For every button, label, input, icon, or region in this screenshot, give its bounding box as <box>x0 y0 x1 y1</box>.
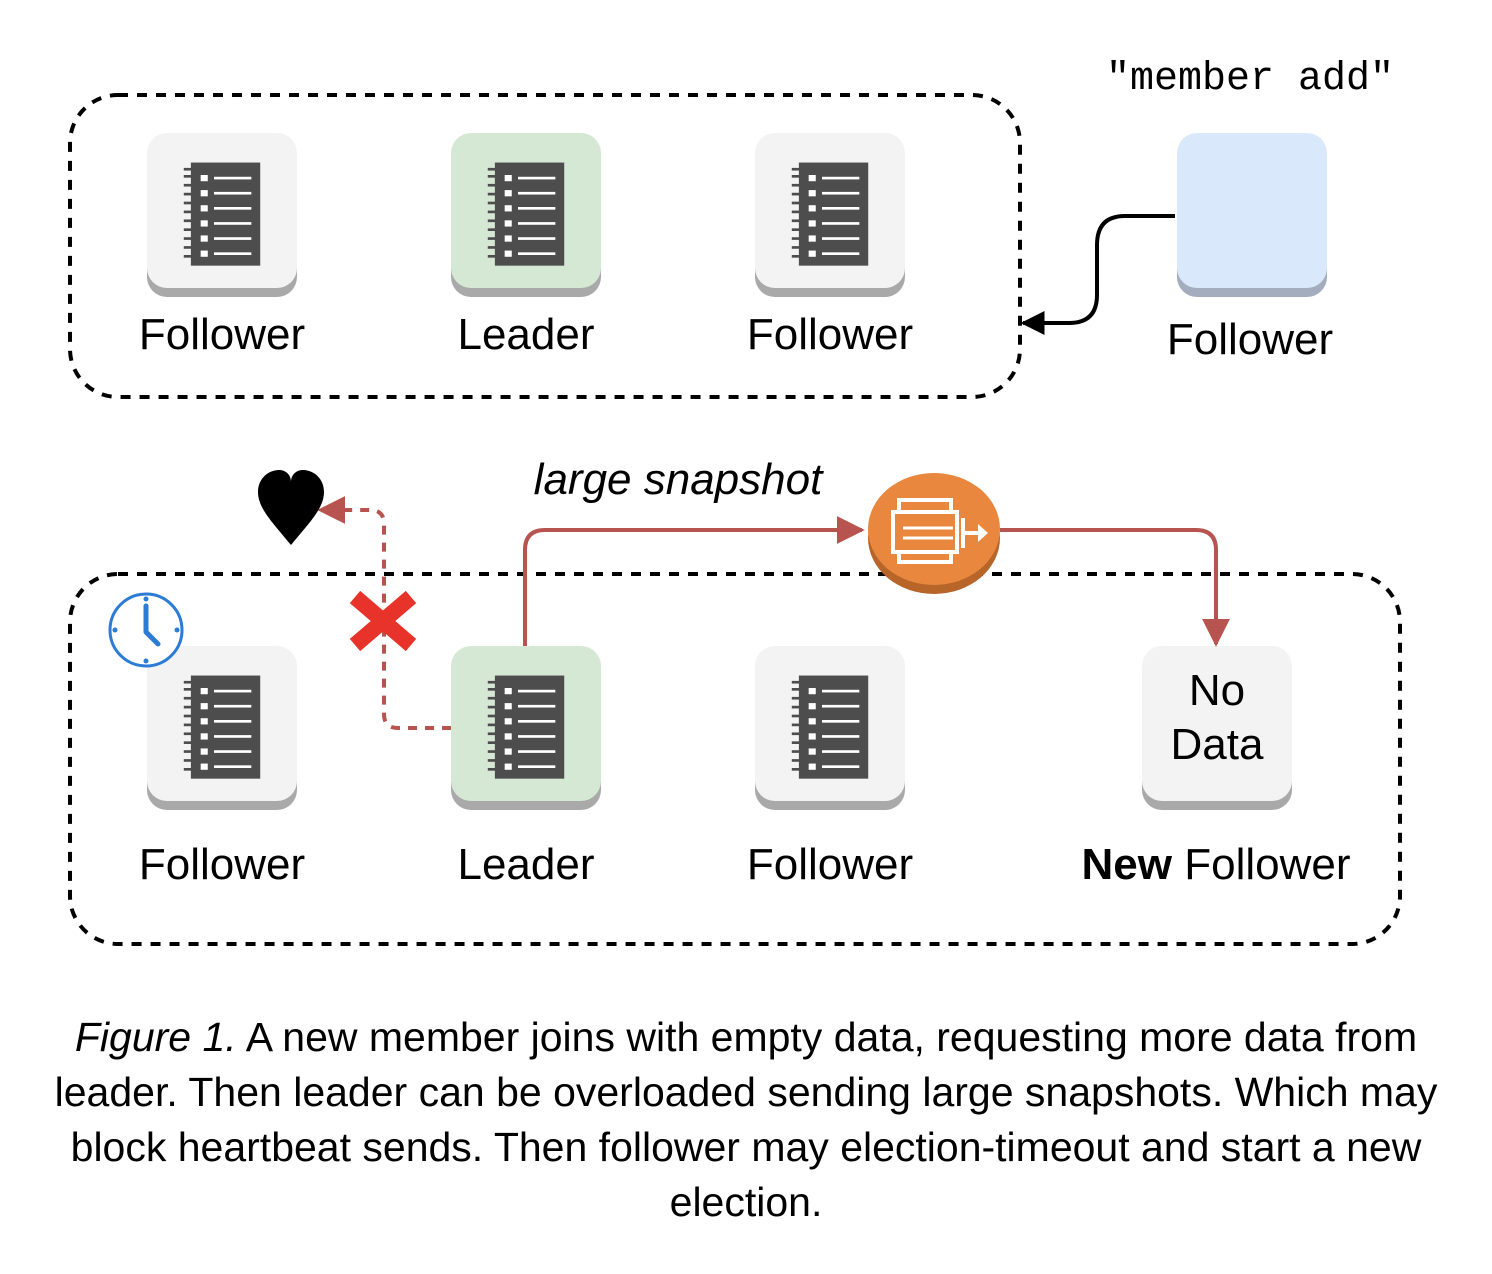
member-add-command: "member add" <box>1105 57 1395 102</box>
server-list-icon <box>183 675 261 779</box>
large-snapshot-label: large snapshot <box>533 455 823 504</box>
snapshot-arrow-out <box>523 516 865 646</box>
new-follower-label-rest: Follower <box>1171 840 1351 889</box>
new-follower-label: New Follower <box>1082 840 1351 890</box>
bottom-follower-2-label: Follower <box>746 840 914 889</box>
top-leader-node <box>451 133 601 297</box>
joining-member-node <box>1177 133 1327 297</box>
top-follower-1-label: Follower <box>138 310 306 359</box>
top-leader-label: Leader <box>457 310 595 359</box>
join-arrow <box>1020 214 1175 335</box>
no-data-line1: No <box>1188 666 1246 715</box>
new-follower-box <box>1142 646 1292 801</box>
joining-member-box <box>1177 133 1327 288</box>
server-list-icon <box>183 162 261 266</box>
snapshot-arrow-in <box>1000 528 1230 647</box>
bottom-leader-node <box>451 646 601 810</box>
figure-caption: Figure 1. A new member joins with empty … <box>40 1010 1452 1230</box>
bottom-follower-1-label: Follower <box>138 840 306 889</box>
server-list-icon <box>791 162 869 266</box>
server-list-icon <box>487 675 565 779</box>
snapshot-transfer-icon <box>868 473 1000 594</box>
bottom-leader-label: Leader <box>457 840 595 889</box>
joining-member-label: Follower <box>1166 315 1334 364</box>
new-follower-node <box>1142 646 1292 810</box>
bottom-follower-1-node <box>147 646 297 810</box>
top-follower-2-node <box>755 133 905 297</box>
server-list-icon <box>487 162 565 266</box>
caption-figure-number: Figure 1. <box>74 1014 237 1060</box>
heart-icon <box>258 470 324 545</box>
top-cluster-boundary <box>68 93 1022 399</box>
top-follower-2-label: Follower <box>746 310 914 359</box>
bottom-cluster-boundary <box>68 572 1402 946</box>
no-data-text: No Data <box>1142 664 1292 772</box>
no-data-line2: Data <box>1170 720 1264 769</box>
clock-icon <box>108 592 184 668</box>
bottom-follower-2-node <box>755 646 905 810</box>
server-list-icon <box>791 675 869 779</box>
caption-text: A new member joins with empty data, requ… <box>54 1014 1438 1225</box>
x-mark-icon <box>349 590 417 652</box>
new-follower-label-bold: New <box>1081 840 1172 889</box>
top-follower-1-node <box>147 133 297 297</box>
